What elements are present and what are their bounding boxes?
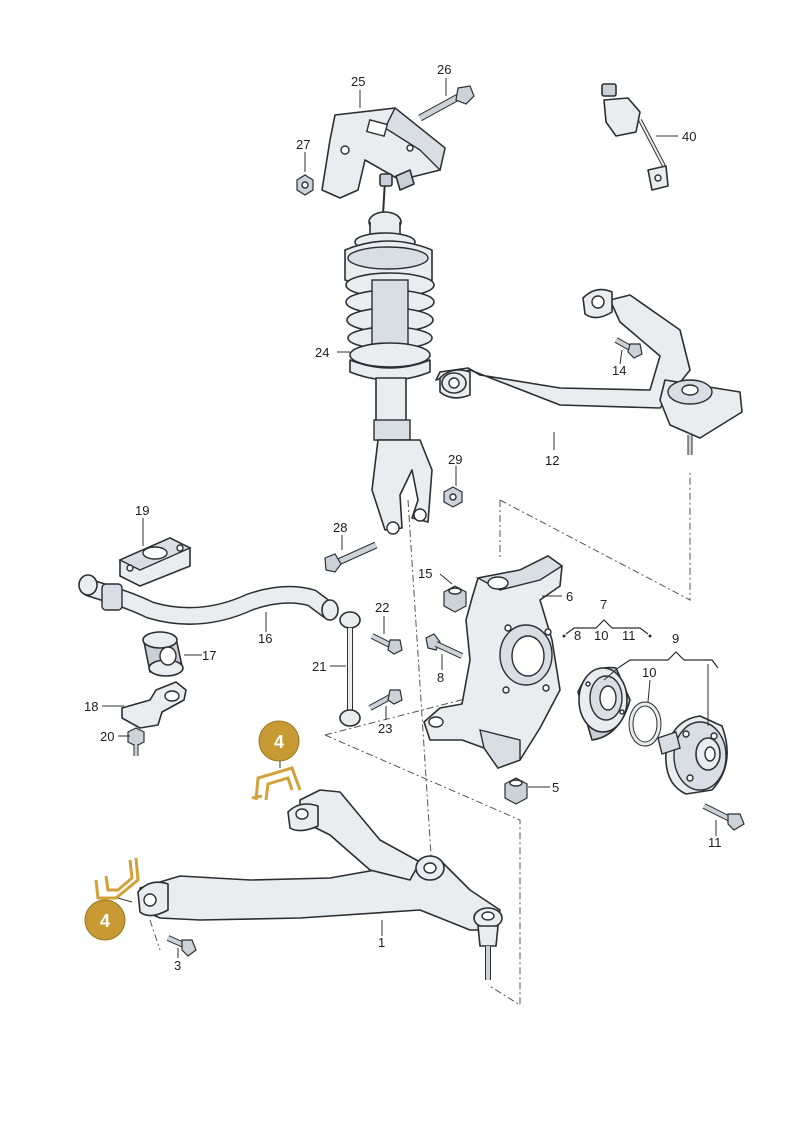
callout-1: 1 <box>378 935 385 950</box>
part-11-bolt[interactable] <box>702 803 745 831</box>
callout-3: 3 <box>174 958 181 973</box>
part-6-wheel-bearing-housing[interactable] <box>423 555 564 769</box>
part-25-strut-mount-bracket[interactable] <box>321 106 446 199</box>
part-4-clip-upper[interactable] <box>251 766 302 801</box>
callout-10b: 10 <box>642 665 656 680</box>
part-5-nut[interactable] <box>504 777 528 805</box>
callout-5: 5 <box>552 780 559 795</box>
callout-15: 15 <box>418 566 432 581</box>
part-10-wheel-bearing[interactable] <box>577 666 631 741</box>
part-16-stabilizer-bar[interactable] <box>78 574 339 625</box>
part-29-nut[interactable] <box>443 486 463 508</box>
part-10-circlip[interactable] <box>628 701 662 747</box>
callout-11b: 11 <box>708 835 722 850</box>
badge-lower-label: 4 <box>100 911 110 931</box>
badge-upper[interactable]: 4 <box>258 720 300 762</box>
leader-lines <box>102 78 717 958</box>
callout-8b: 8 <box>437 670 444 685</box>
part-12-upper-control-arm[interactable] <box>435 288 743 455</box>
callout-22: 22 <box>375 600 389 615</box>
callout-21: 21 <box>312 659 326 674</box>
callout-18: 18 <box>84 699 98 714</box>
part-18-bracket[interactable] <box>121 681 187 729</box>
callout-12: 12 <box>545 453 559 468</box>
callout-7: 7 <box>600 597 607 612</box>
part-1-lower-control-arm[interactable] <box>137 789 503 980</box>
badge-upper-label: 4 <box>274 732 284 752</box>
callout-20: 20 <box>100 729 114 744</box>
callout-25: 25 <box>351 74 365 89</box>
callout-17: 17 <box>202 648 216 663</box>
callout-28: 28 <box>333 520 347 535</box>
callout-26: 26 <box>437 62 451 77</box>
group-bracket-9 <box>603 651 719 726</box>
group-bracket-7 <box>562 619 652 638</box>
callout-16: 16 <box>258 631 272 646</box>
callout-11a: 11 <box>622 628 636 643</box>
part-27-nut[interactable] <box>296 174 314 196</box>
part-26-bolt[interactable] <box>418 85 475 122</box>
part-21-coupling-rod[interactable] <box>339 611 361 727</box>
callout-40: 40 <box>682 129 696 144</box>
part-20-bolt[interactable] <box>127 727 145 756</box>
part-19-clamp[interactable] <box>118 537 192 587</box>
callout-10a: 10 <box>594 628 608 643</box>
callout-23: 23 <box>378 721 392 736</box>
callout-9: 9 <box>672 631 679 646</box>
callout-14: 14 <box>612 363 626 378</box>
part-3-bolt[interactable] <box>166 935 197 957</box>
callout-27: 27 <box>296 137 310 152</box>
part-40-level-sensor[interactable] <box>601 83 669 191</box>
assembly-lines <box>149 470 691 1006</box>
part-28-bolt[interactable] <box>324 541 378 573</box>
part-22-bolt[interactable] <box>370 633 403 655</box>
badge-lower[interactable]: 4 <box>84 899 126 941</box>
callout-19: 19 <box>135 503 149 518</box>
callout-29: 29 <box>448 452 462 467</box>
part-17-bushing[interactable] <box>142 631 184 677</box>
callout-6: 6 <box>566 589 573 604</box>
callout-24: 24 <box>315 345 329 360</box>
part-9-wheel-hub[interactable] <box>657 715 728 795</box>
callout-numbers: 25 26 27 40 24 12 14 29 28 19 15 6 7 8 1… <box>84 62 722 973</box>
part-8-bolt[interactable] <box>425 633 464 659</box>
part-15-nut[interactable] <box>443 585 467 613</box>
part-23-bolt[interactable] <box>368 689 403 711</box>
part-24-strut-assembly[interactable] <box>344 173 435 535</box>
callout-8a: 8 <box>574 628 581 643</box>
part-14-bolt[interactable] <box>614 337 643 359</box>
part-4-clip-lower[interactable] <box>94 857 140 900</box>
